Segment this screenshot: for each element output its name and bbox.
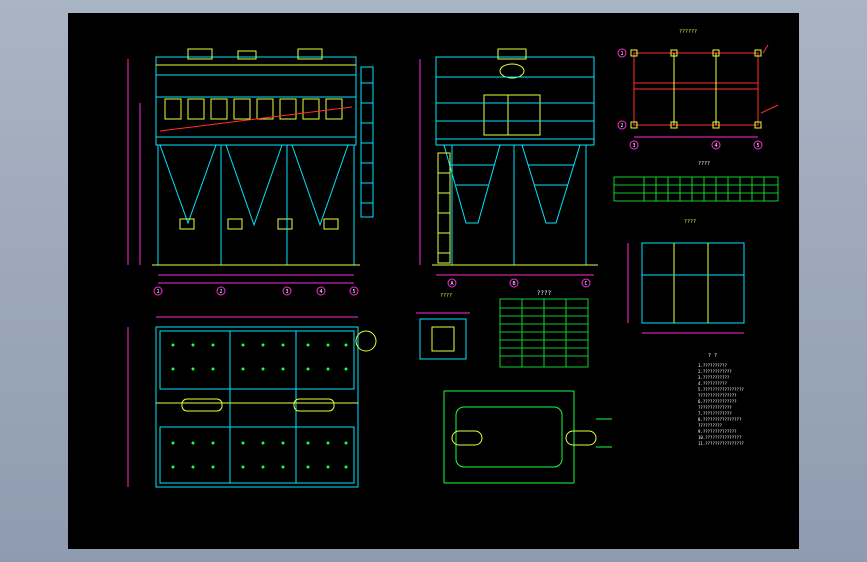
section-title: ???? (684, 219, 696, 225)
side-elevation-view (419, 48, 598, 276)
grid-marker-label: 1 (620, 51, 623, 57)
note-line: ?????????????? (698, 405, 732, 410)
note-line: 8.???????????????? (698, 417, 742, 422)
note-line: 2.???????????? (698, 369, 732, 374)
note-line: 6.?????????????? (698, 399, 737, 404)
filter-bag-dots (171, 343, 348, 469)
note-line: 10.??????????????? (698, 435, 742, 440)
parts-table (499, 298, 589, 368)
center-title: ???? (537, 290, 552, 297)
grid-marker-label: 3 (285, 289, 288, 295)
note-line: 7.???????????? (698, 411, 732, 416)
drawing-sheet: 1 2 3 4 5 A (68, 13, 799, 549)
grid-marker-label: 5 (756, 143, 759, 149)
grid-marker-label: A (450, 281, 453, 287)
grid-marker-label: 1 (156, 289, 159, 295)
note-line: 5.????????????????? (698, 387, 744, 392)
grid-marker-label: 5 (352, 289, 355, 295)
side-grid-markers: A B C (447, 278, 591, 288)
grid-marker-label: 3 (632, 143, 635, 149)
top-plan-view (127, 316, 377, 488)
cad-drawing[interactable]: 1 2 3 4 5 A (68, 13, 799, 549)
table-title: ???? (698, 161, 710, 167)
note-line: 1.?????????? (698, 363, 727, 368)
grid-marker-label: 4 (714, 143, 717, 149)
grid-marker-label: B (512, 281, 515, 287)
front-grid-markers: 1 2 3 4 5 (153, 286, 359, 296)
foundation-plan-view (630, 44, 779, 138)
note-line: 3.??????????? (698, 375, 730, 380)
load-table (613, 176, 779, 202)
grid-marker-label: C (584, 281, 587, 287)
note-line: 4.?????????? (698, 381, 727, 386)
notes-title: ? ? (708, 353, 717, 359)
piping-schematic (443, 390, 612, 484)
grid-marker-label: 2 (219, 289, 222, 295)
small-detail-view (416, 312, 470, 360)
plan-title: ?????? (679, 29, 697, 35)
note-line: ???????????????? (698, 393, 737, 398)
notes-block: ? ? 1.?????????? 2.???????????? 3.??????… (698, 353, 744, 446)
grid-marker-label: 4 (319, 289, 322, 295)
note-line: ?????????? (698, 423, 723, 428)
grid-marker-label: 2 (620, 123, 623, 129)
plan-grid-markers: 1 2 3 4 5 (617, 48, 763, 150)
section-view (627, 242, 745, 334)
note-line: 9.?????????????? (698, 429, 737, 434)
front-elevation-view (127, 48, 374, 284)
note-line: 11.???????????????? (698, 441, 744, 446)
small-detail-title: ???? (440, 293, 452, 299)
